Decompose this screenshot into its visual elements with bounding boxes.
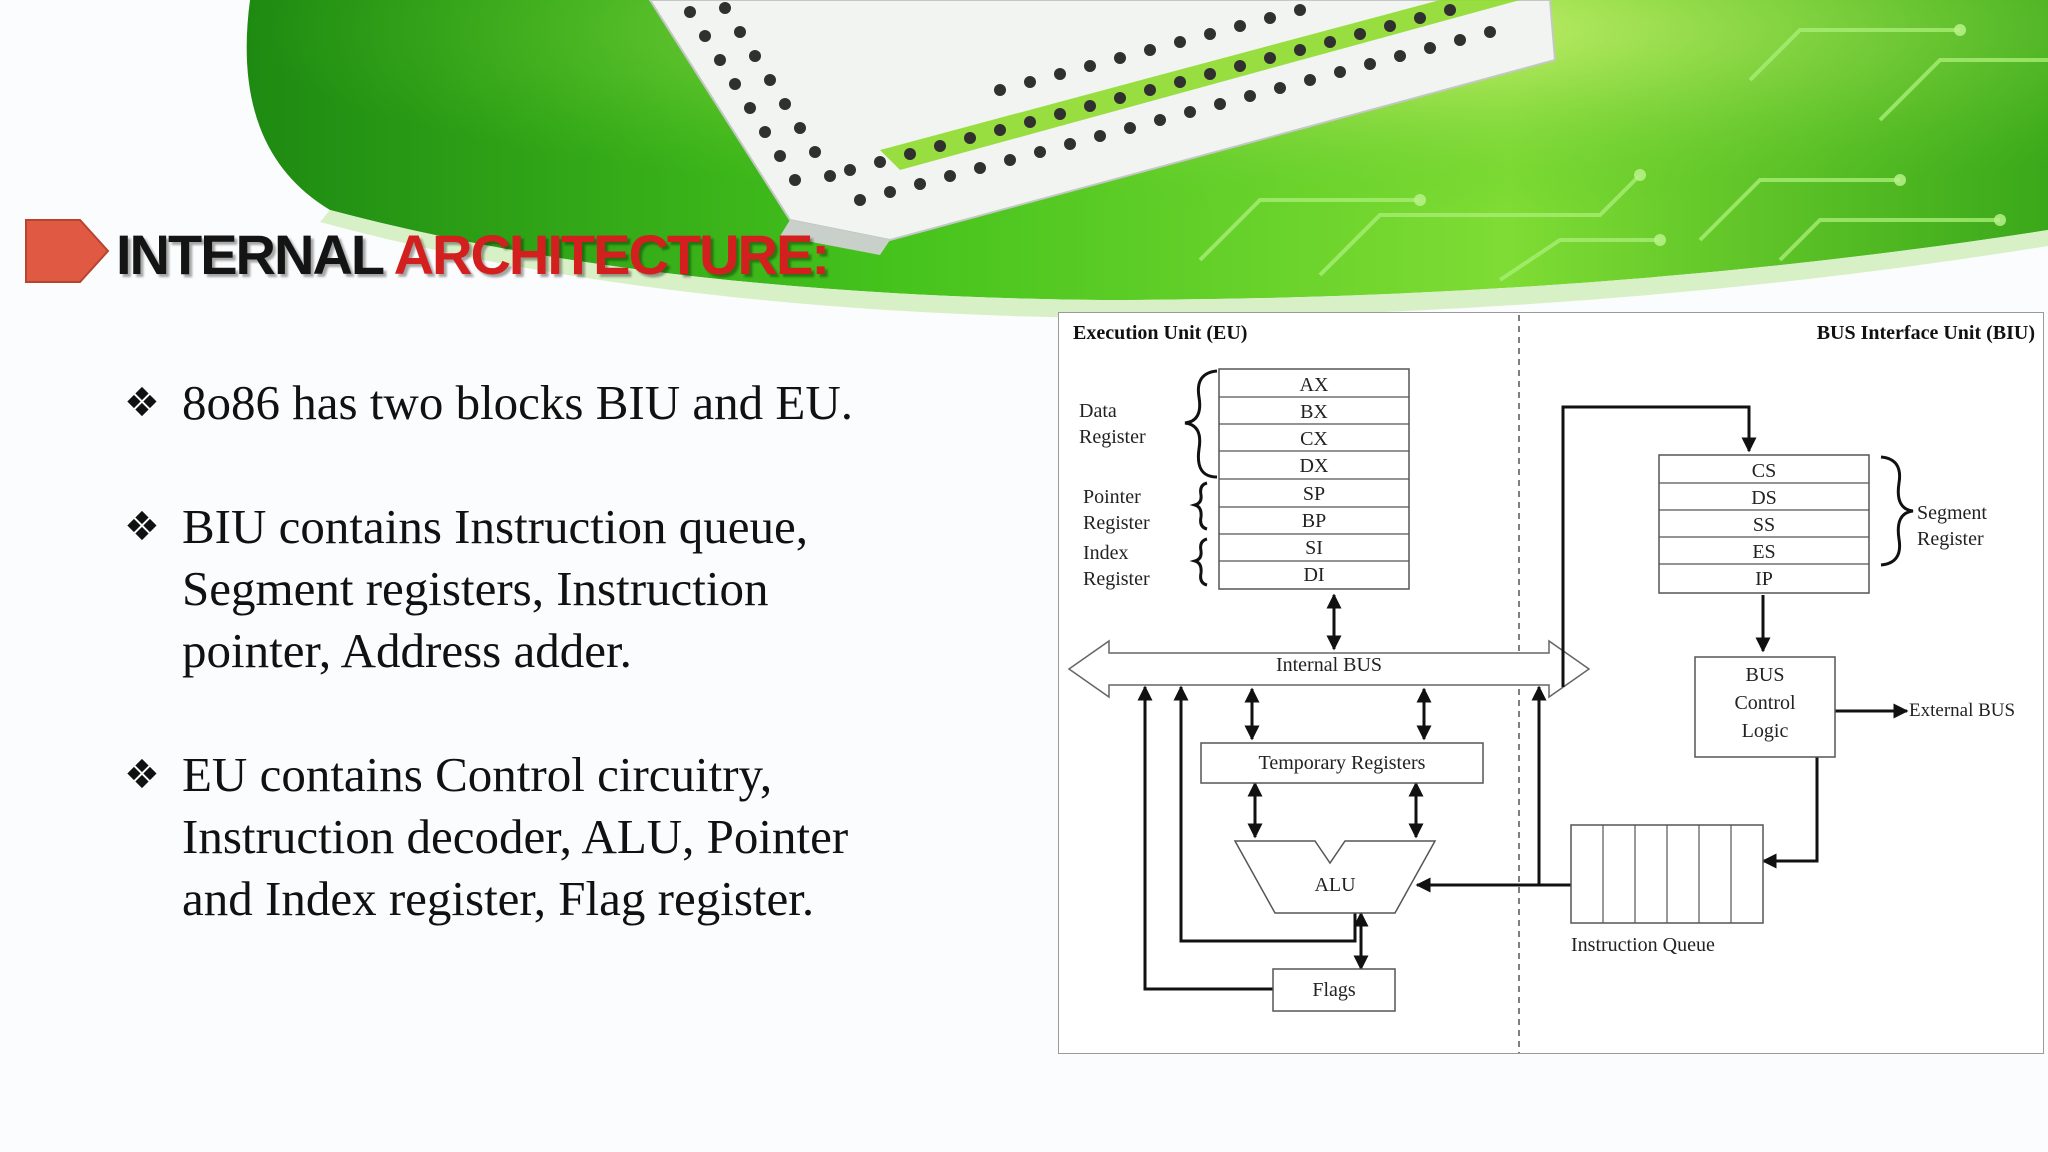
biu-title: BUS Interface Unit (BIU) [1816, 322, 2035, 344]
alu-label: ALU [1314, 874, 1356, 896]
slide-title: INTERNAL ARCHITECTURE: [116, 222, 830, 287]
bus-control-logic-line2: Control [1734, 692, 1796, 714]
bullet-marker-icon: ❖ [124, 752, 160, 798]
register-ss: SS [1752, 514, 1776, 536]
register-bp: BP [1301, 510, 1327, 532]
register-si: SI [1305, 537, 1323, 559]
pointer-register-label-line1: Pointer [1083, 486, 1141, 508]
index-register-label-line2: Register [1083, 568, 1150, 590]
data-register-label-line2: Register [1079, 426, 1146, 448]
external-bus-label: External BUS [1909, 700, 2016, 721]
pointer-register-label-line2: Register [1083, 512, 1150, 534]
title-word-internal: INTERNAL [116, 223, 384, 286]
bullet-list: ❖ 8o86 has two blocks BIU and EU. ❖ BIU co… [124, 372, 904, 992]
register-dx: DX [1299, 455, 1329, 477]
bullet-text: EU contains Control circuitry, Instructi… [182, 747, 849, 926]
register-ds: DS [1751, 487, 1777, 509]
instruction-queue-label: Instruction Queue [1571, 934, 1715, 956]
register-ax: AX [1299, 374, 1329, 396]
register-cs: CS [1751, 460, 1777, 482]
architecture-diagram: Execution Unit (EU) BUS Interface Unit (… [1058, 312, 2044, 1054]
bullet-marker-icon: ❖ [124, 380, 160, 426]
register-di: DI [1303, 564, 1325, 586]
bullet-text: 8o86 has two blocks BIU and EU. [182, 375, 853, 430]
bullet-marker-icon: ❖ [124, 504, 160, 550]
bullet-item: ❖ BIU contains Instruction queue, Segment… [124, 496, 904, 682]
segment-register-label-line1: Segment [1917, 502, 1987, 524]
register-sp: SP [1302, 483, 1326, 505]
segment-register-label-line2: Register [1917, 528, 1984, 550]
title-arrow-icon [25, 219, 110, 283]
flags-label: Flags [1312, 979, 1356, 1001]
bullet-item: ❖ EU contains Control circuitry, Instruct… [124, 744, 904, 930]
register-ip: IP [1755, 568, 1773, 590]
register-bx: BX [1300, 401, 1328, 423]
bus-control-logic-line1: BUS [1745, 664, 1785, 686]
eu-title: Execution Unit (EU) [1073, 322, 1248, 344]
bus-control-logic-line3: Logic [1741, 720, 1789, 742]
temporary-registers-label: Temporary Registers [1258, 752, 1426, 774]
data-register-label-line1: Data [1079, 400, 1117, 422]
register-cx: CX [1300, 428, 1328, 450]
title-word-architecture: ARCHITECTURE: [393, 223, 830, 286]
index-register-label-line1: Index [1083, 542, 1129, 564]
bullet-item: ❖ 8o86 has two blocks BIU and EU. [124, 372, 904, 434]
diagram-lines [1067, 315, 1914, 1053]
bullet-text: BIU contains Instruction queue, Segment … [182, 499, 808, 678]
register-es: ES [1752, 541, 1776, 563]
circuit-banner-image [246, 0, 2048, 318]
internal-bus-label: Internal BUS [1275, 654, 1383, 676]
